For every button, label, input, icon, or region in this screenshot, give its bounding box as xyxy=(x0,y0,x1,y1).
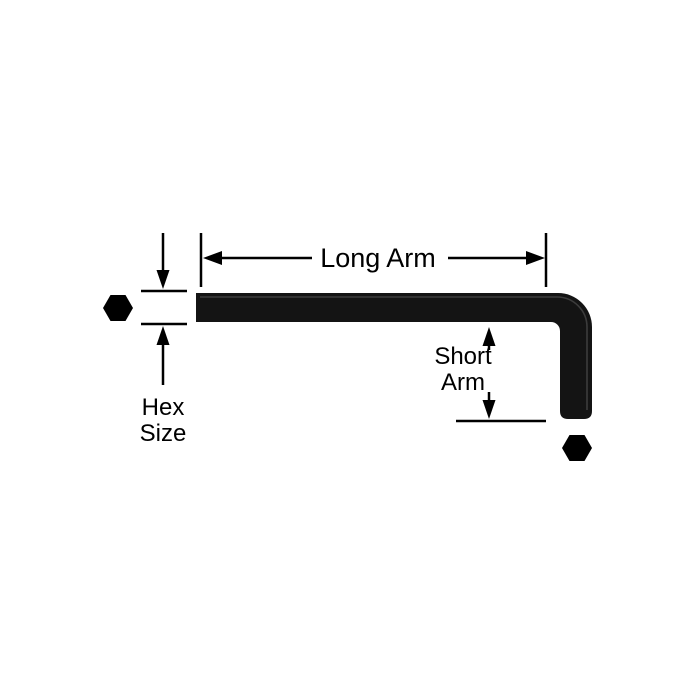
filled-shapes xyxy=(103,251,592,461)
long-arm-label: Long Arm xyxy=(320,243,436,273)
short-arm-label: Short Arm xyxy=(413,344,513,396)
long-arm-arrowhead-left-icon xyxy=(203,251,222,265)
hex-size-arrowhead-down-icon xyxy=(156,270,170,289)
hex-size-label: Hex Size xyxy=(113,395,213,447)
short-arm-label-line1: Short xyxy=(434,343,492,370)
hex-size-label-line2: Size xyxy=(139,420,187,447)
hex-size-label-line1: Hex xyxy=(141,394,185,421)
hex-cross-section-bottom-icon xyxy=(562,435,592,461)
short-arm-arrowhead-down-icon xyxy=(482,400,496,419)
dimension-graphics xyxy=(103,233,592,461)
short-arm-label-line2: Arm xyxy=(441,369,485,396)
hex-key-body xyxy=(196,293,592,419)
hex-cross-section-left-icon xyxy=(103,295,133,321)
hex-key-highlight xyxy=(200,296,588,410)
long-arm-arrowhead-right-icon xyxy=(526,251,545,265)
short-arm-arrowhead-up-icon xyxy=(482,327,496,346)
hex-size-arrowhead-up-icon xyxy=(156,326,170,345)
